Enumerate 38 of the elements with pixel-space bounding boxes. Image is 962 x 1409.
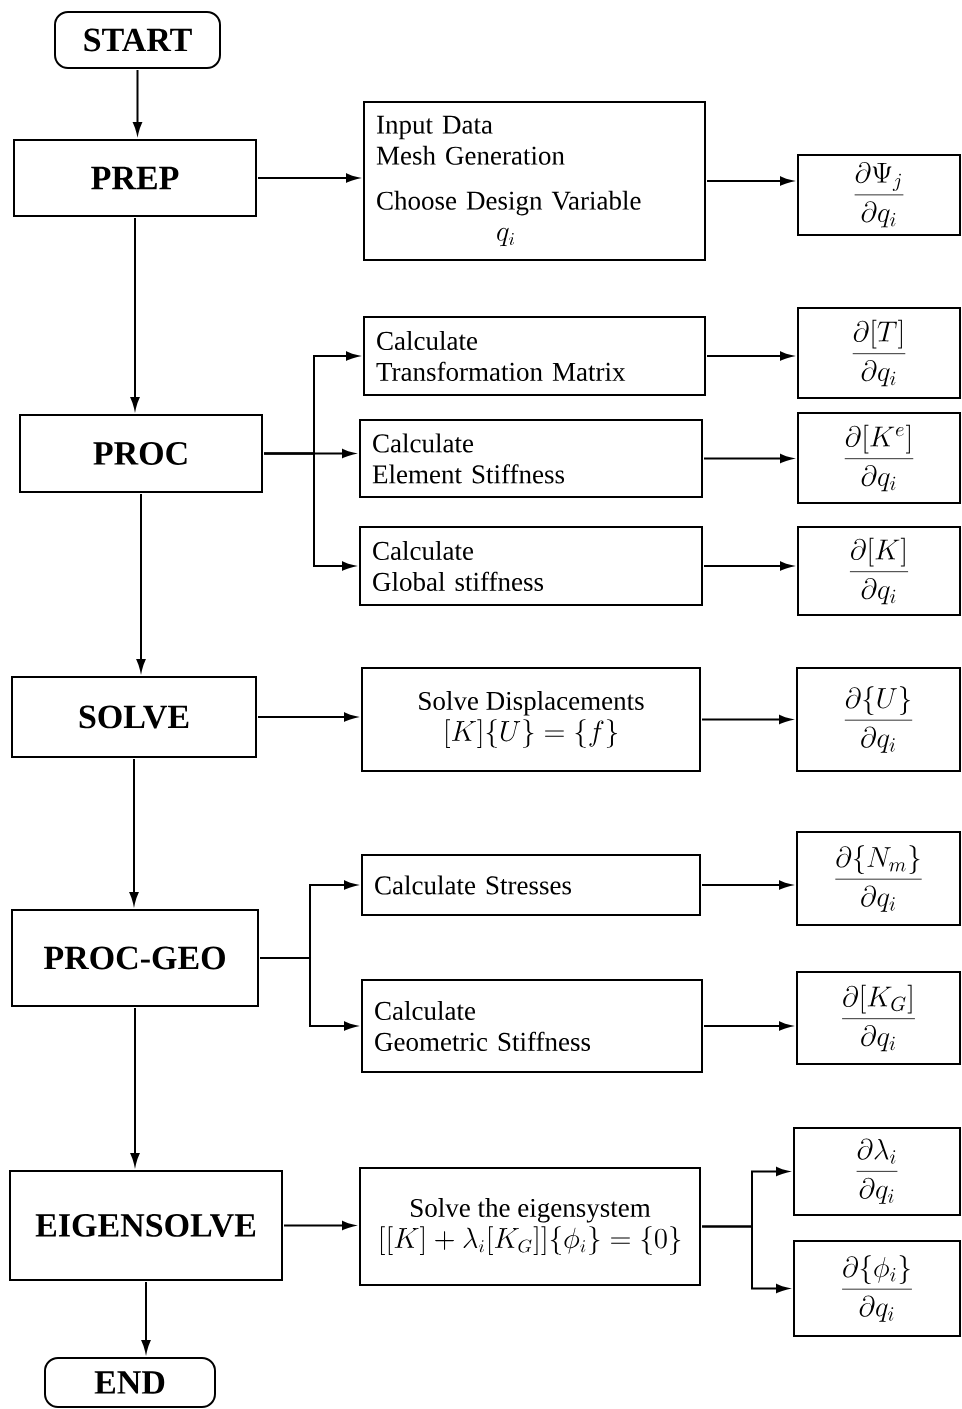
arrow bbox=[706, 176, 793, 186]
terminal-box: END bbox=[44, 1357, 216, 1408]
process-box: Calculate Element Stiffness bbox=[359, 419, 703, 498]
arrow bbox=[703, 561, 793, 571]
process-box: PREP bbox=[13, 139, 257, 217]
process-box: Calculate Transformation Matrix bbox=[363, 316, 706, 396]
process-box: Solve Displacements $[K]\{U\}=\{f\}$ bbox=[361, 667, 701, 772]
arrow bbox=[129, 758, 139, 905]
arrow bbox=[257, 712, 357, 722]
derivative-box: $\frac{\partial \{U\}}{\partial q_i}$ bbox=[796, 667, 961, 772]
derivative-box: $\frac{\partial \lambda_i}{\partial q_i}$ bbox=[793, 1127, 961, 1216]
arrow bbox=[257, 173, 359, 183]
terminal-box: START bbox=[54, 11, 221, 69]
process-box: PROC bbox=[19, 414, 263, 493]
process-box: PROC-GEO bbox=[11, 909, 259, 1007]
arrow bbox=[259, 957, 357, 1031]
arrow bbox=[263, 452, 355, 571]
arrow bbox=[706, 351, 793, 361]
arrow bbox=[703, 1021, 792, 1031]
process-box: Calculate Geometric Stiffness bbox=[361, 979, 703, 1073]
arrow bbox=[136, 493, 146, 672]
derivative-box: $\frac{\partial [K^e]}{\partial q_i}$ bbox=[797, 412, 961, 504]
derivative-box: $\frac{\partial [K_G]}{\partial q_i}$ bbox=[796, 971, 961, 1065]
derivative-box: $\frac{\partial \{N_m\}}{\partial q_i}$ bbox=[796, 831, 961, 926]
arrow bbox=[130, 217, 140, 410]
process-box: EIGENSOLVE bbox=[9, 1170, 283, 1281]
derivative-box: $\frac{\partial [K]}{\partial q_i}$ bbox=[797, 526, 961, 616]
arrow bbox=[701, 880, 792, 890]
process-box: Calculate Stresses bbox=[361, 854, 701, 916]
process-box: Calculate Global stiffness bbox=[359, 526, 703, 606]
process-box: SOLVE bbox=[11, 676, 257, 758]
arrow bbox=[130, 1007, 140, 1166]
derivative-box: $\frac{\partial \Psi_j}{\partial q_i}$ bbox=[797, 154, 961, 236]
process-box: Solve the eigensystem $[[K]+\lambda_i[K_G]]\{\phi_i\}=\{0\}$ bbox=[359, 1167, 701, 1286]
derivative-box: $\frac{\partial \{\phi_i\}}{\partial q_i}$ bbox=[793, 1240, 961, 1337]
derivative-box: $\frac{\partial [T]}{\partial q_i}$ bbox=[797, 307, 961, 399]
process-box: Input Data Mesh Generation Choose Design Variable $q_i$ bbox=[363, 101, 706, 261]
arrow bbox=[141, 1281, 151, 1353]
